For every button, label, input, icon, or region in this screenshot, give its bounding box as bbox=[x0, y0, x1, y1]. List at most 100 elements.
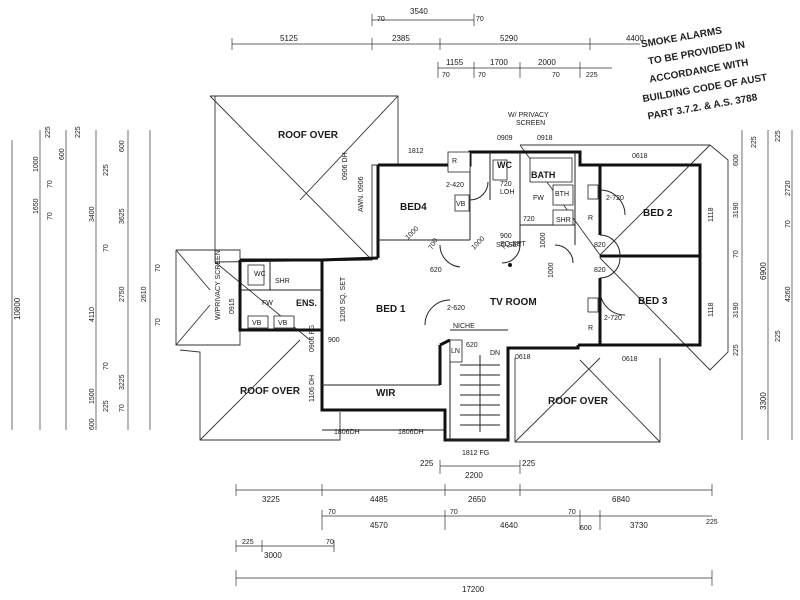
niche-label: NICHE bbox=[453, 323, 475, 330]
dim-70b: 70 bbox=[476, 16, 484, 23]
w0915: 0915 bbox=[229, 298, 236, 314]
w0618-top: 0618 bbox=[632, 153, 648, 160]
bath-tub bbox=[529, 157, 573, 183]
w1806-a: 1806DH bbox=[334, 429, 360, 436]
w1812-top: 1812 bbox=[408, 148, 424, 155]
dim-225b: 225 bbox=[75, 126, 82, 138]
dim-b-70b: 70 bbox=[450, 509, 458, 516]
fridge-recess bbox=[447, 151, 471, 173]
dim-5290: 5290 bbox=[500, 34, 518, 43]
dims-left: 10800 225 225 1000 600 600 1650 70 3400 … bbox=[11, 126, 162, 430]
dim-r-3190a: 3190 bbox=[733, 202, 740, 218]
dims-top: 3540 70 70 5125 2385 5290 4400 1155 1700… bbox=[231, 7, 644, 79]
room-labels: BED4 BED 2 BED 3 BED 1 TV ROOM WIR BATH … bbox=[254, 160, 673, 399]
dim-b-225d: 225 bbox=[242, 539, 254, 546]
dim-b-4570: 4570 bbox=[370, 521, 388, 530]
bed3-label: BED 3 bbox=[638, 296, 668, 307]
dim-4110: 4110 bbox=[89, 307, 96, 322]
privacy-screen-top: SCREEN bbox=[516, 120, 545, 127]
w0906-fg: 0906 FG bbox=[309, 325, 316, 352]
dim-1650: 1650 bbox=[33, 198, 40, 214]
vb-ens-a: VB bbox=[252, 320, 262, 327]
dim-4400: 4400 bbox=[626, 34, 644, 43]
d2-720-b: 2-720 bbox=[604, 315, 622, 322]
dim-2385: 2385 bbox=[392, 34, 410, 43]
dim-r-600: 600 bbox=[733, 154, 740, 166]
dim-b-3225: 3225 bbox=[262, 495, 280, 504]
wc-top-label: WC bbox=[497, 160, 512, 170]
r-bed3: R bbox=[588, 325, 593, 332]
smoke-alarm-marker bbox=[508, 263, 512, 267]
dim-1500: 1500 bbox=[89, 388, 96, 404]
dim-b-6840: 6840 bbox=[612, 495, 630, 504]
dim-b-600: 600 bbox=[580, 525, 592, 532]
dim-70e-left: 70 bbox=[155, 318, 162, 326]
w1806-b: 1806DH bbox=[398, 429, 424, 436]
dim-b-70d: 70 bbox=[326, 539, 334, 546]
wc-ens-label: WC bbox=[254, 271, 266, 278]
dim-225d: 225 bbox=[103, 400, 110, 412]
shr-ens-label: SHR bbox=[275, 278, 290, 285]
r-bed2: R bbox=[588, 215, 593, 222]
dim-r-225b: 225 bbox=[775, 130, 782, 142]
roof-over-bottom-right: ROOF OVER bbox=[548, 396, 609, 407]
d820-b: 820 bbox=[594, 267, 606, 274]
dim-b-225a: 225 bbox=[420, 459, 434, 468]
shower-bath bbox=[552, 209, 574, 226]
dim-70a-left: 70 bbox=[47, 180, 54, 188]
dim-r-225c: 225 bbox=[733, 344, 740, 356]
wir-label: WIR bbox=[376, 388, 396, 399]
dim-r-225a: 225 bbox=[751, 136, 758, 148]
fw-bath: FW bbox=[533, 195, 544, 202]
dim-70c-left: 70 bbox=[103, 244, 110, 252]
door-swings bbox=[424, 181, 626, 326]
privacy-top: W/ PRIVACY bbox=[508, 112, 549, 119]
dim-b-4640: 4640 bbox=[500, 521, 518, 530]
roof-outlines bbox=[175, 95, 729, 443]
w1812-fg: 1812 FG bbox=[462, 450, 489, 457]
dim-r-4260: 4260 bbox=[785, 286, 792, 302]
w0909: 0909 bbox=[497, 135, 513, 142]
vanity-ens-a bbox=[247, 315, 269, 329]
d900-bed: 900 bbox=[328, 337, 340, 344]
dim-r-225d: 225 bbox=[775, 330, 782, 342]
w0906-awn: AWN. 0906 bbox=[358, 176, 365, 212]
d2-620: 2-620 bbox=[447, 305, 465, 312]
vanity-ens-b bbox=[273, 315, 295, 329]
r-wc: R bbox=[452, 158, 457, 165]
d2-420: 2-420 bbox=[446, 182, 464, 189]
roof-labels: ROOF OVER ROOF OVER ROOF OVER bbox=[240, 130, 609, 407]
dim-b-4485: 4485 bbox=[370, 495, 388, 504]
bed1-label: BED 1 bbox=[376, 304, 406, 315]
bath-label: BATH bbox=[531, 170, 555, 180]
fixtures bbox=[247, 151, 599, 363]
d2-720-a: 2-720 bbox=[606, 195, 624, 202]
w0918: 0918 bbox=[537, 135, 553, 142]
d820-a: 820 bbox=[594, 242, 606, 249]
dim-b-225c: 225 bbox=[706, 519, 718, 526]
d1000-c: 1000 bbox=[548, 262, 555, 278]
wc-pan bbox=[492, 159, 508, 181]
stair-treads bbox=[460, 355, 500, 432]
d720-b: 720 bbox=[523, 216, 535, 223]
dim-70c: 70 bbox=[442, 72, 450, 79]
dim-b-225b: 225 bbox=[522, 459, 536, 468]
dim-r-70a: 70 bbox=[733, 250, 740, 258]
dims-bottom: 225 2200 225 3225 4485 2650 6840 70 70 4… bbox=[235, 459, 718, 594]
dim-1700: 1700 bbox=[490, 58, 508, 67]
dim-10800: 10800 bbox=[13, 297, 22, 320]
dim-r-3300: 3300 bbox=[759, 392, 768, 410]
w1106-dh: 1106 DH bbox=[309, 375, 316, 402]
dim-225a: 225 bbox=[45, 126, 52, 138]
dim-3540: 3540 bbox=[410, 7, 428, 16]
ln-label: LN bbox=[451, 348, 460, 355]
d900-sq-set: SQ.SET bbox=[496, 242, 522, 249]
dim-70e: 70 bbox=[552, 72, 560, 79]
d1000-bed4: 1000 bbox=[404, 225, 420, 241]
dim-1000: 1000 bbox=[33, 156, 40, 172]
dim-225c: 225 bbox=[103, 164, 110, 176]
dim-b-3730: 3730 bbox=[630, 521, 648, 530]
